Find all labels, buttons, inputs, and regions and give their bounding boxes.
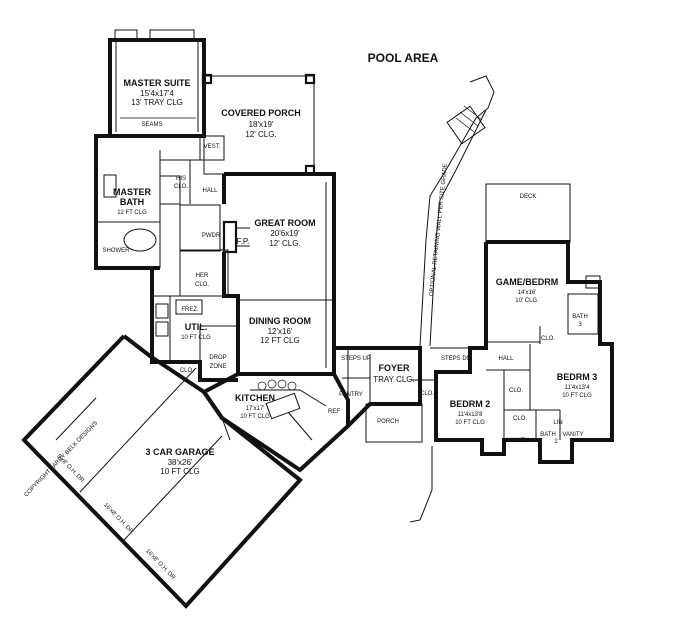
fireplace-label: F.P. (237, 237, 250, 246)
bedrm2-clo-label: CLO. (509, 388, 523, 394)
game-name: GAME/BEDRM (496, 277, 559, 287)
master-suite-ceiling: 13' TRAY CLG (131, 98, 183, 107)
vanity1-label: VANITY (507, 438, 528, 444)
deck-name: DECK (520, 194, 537, 200)
bedroom-wing-walls (434, 183, 614, 464)
foyer-name: FOYER (378, 363, 410, 373)
garage-door-1: 9'x8' O.H. DR. (55, 454, 86, 486)
pool-area-label: POOL AREA (368, 51, 439, 65)
master-bath-walls (94, 134, 229, 297)
drop-label-2: ZONE (210, 364, 227, 370)
foyer-walls (334, 346, 470, 443)
his-clo-label: CLO. (174, 184, 188, 190)
shower-label: SHOWER (103, 248, 131, 254)
dining-room-ceiling: 12 FT CLG (260, 336, 299, 345)
her-clo-label: CLO. (195, 282, 209, 288)
great-room-size: 20'6x19' (270, 229, 300, 238)
freezer-label: FREZ. (181, 307, 199, 313)
game-clo-label: CLO. (541, 336, 555, 342)
covered-porch-size: 18'x19' (249, 120, 274, 129)
bath2-label: BATH (540, 432, 556, 438)
game-size: 14'x16' (518, 290, 537, 296)
retaining-wall-label: OPTIONAL RETAINING WALL PER SITE GRADE (429, 163, 449, 296)
dining-room-name: DINING ROOM (249, 316, 311, 326)
master-bath-name-2: BATH (120, 197, 144, 207)
bedrm3-name: BEDRM 3 (557, 372, 598, 382)
kitchen-name: KITCHEN (235, 393, 275, 403)
master-suite-name: MASTER SUITE (123, 78, 190, 88)
hall-label: HALL (202, 188, 218, 194)
pwdr-label: PWDR (202, 233, 221, 239)
master-bath-ceiling: 12 FT CLG (117, 210, 147, 216)
util-ceiling: 10 FT CLG (181, 335, 211, 341)
bath3-num: 3 (578, 322, 582, 328)
great-room-name: GREAT ROOM (254, 218, 315, 228)
seams-label: SEAMS (141, 122, 162, 128)
steps-dn-label: STEPS DN (441, 356, 471, 362)
utility-walls (150, 268, 238, 382)
bedrm2-size: 11'4x13'8 (458, 412, 484, 418)
garage-ceiling: 10 FT CLG (160, 467, 199, 476)
garage-walls (21, 334, 303, 609)
outdoor-stairs (409, 75, 495, 523)
ref-label: REF (328, 409, 340, 415)
bath3-label: BATH (572, 314, 588, 320)
bedrm2-name: BEDRM 2 (450, 399, 491, 409)
foyer-clo-label: CLO. (420, 391, 434, 397)
lin-label: LIN (553, 420, 562, 426)
covered-porch-ceiling: 12' CLG. (245, 130, 276, 139)
game-ceiling: 10' CLG. (515, 298, 539, 304)
vanity2-label: VANITY (562, 432, 583, 438)
foyer-ceiling: TRAY CLG. (373, 375, 415, 384)
great-room-ceiling: 12' CLG. (269, 239, 300, 248)
util-clo-label: CLO (180, 368, 193, 374)
garage-name: 3 CAR GARAGE (145, 447, 214, 457)
bedrm2-ceiling: 10 FT CLG (455, 420, 485, 426)
util-name: UTIL. (185, 322, 208, 332)
bedrm3-ceiling: 10 FT CLG (562, 393, 592, 399)
her-label: HER (196, 273, 209, 279)
bedrm3-size: 11'4x13'4 (565, 385, 591, 391)
pantry-label: PANTRY (339, 392, 363, 398)
steps-up-label: STEPS UP (341, 356, 371, 362)
drop-label-1: DROP (209, 355, 226, 361)
master-suite-size: 15'4x17'4 (140, 89, 174, 98)
kitchen-ceiling: 10 FT CLG (240, 414, 270, 420)
covered-porch-name: COVERED PORCH (221, 108, 301, 118)
his-label: HIS (176, 176, 186, 182)
porch-name: PORCH (377, 419, 399, 425)
vest-label: VEST. (204, 144, 221, 150)
bath2-num: 2 (554, 439, 558, 445)
dining-room-size: 12'x16' (268, 327, 293, 336)
hall2-label: HALL (498, 356, 514, 362)
master-bath-name-1: MASTER (113, 187, 152, 197)
garage-door-2: 16'x8' O.H. DR. (102, 502, 135, 536)
bedrm3-clo-label: CLO. (513, 416, 527, 422)
garage-size: 38'x26' (168, 458, 193, 467)
kitchen-size: 17'x17' (246, 406, 265, 412)
